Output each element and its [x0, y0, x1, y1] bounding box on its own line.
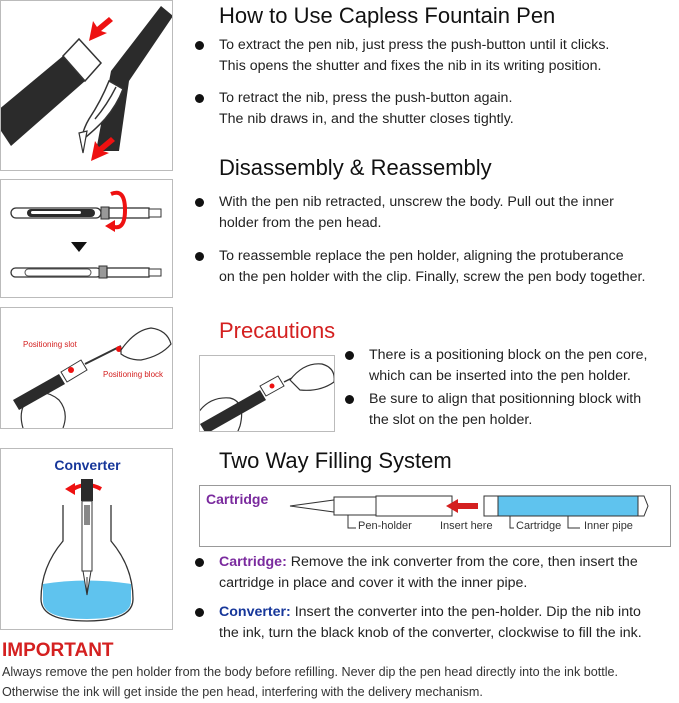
bullet-text: Remove the ink converter from the core, … [286, 554, 638, 570]
disassembly-illustration [0, 179, 173, 298]
converter-label: Converter [54, 457, 121, 473]
cartridge-keyword: Cartridge: [219, 554, 287, 570]
positioning-illustration: Positioning slot Positioning block [0, 307, 173, 429]
important-note-line-1: Always remove the pen holder from the bo… [2, 665, 619, 679]
bullet-text-line: holder from the pen head. [219, 215, 382, 231]
bullet-text: Insert the converter into the pen-holder… [290, 604, 641, 620]
bullet-text-line: To extract the pen nib, just press the p… [219, 37, 610, 53]
howto-bullet-retract: To retract the nib, press the push-butto… [195, 88, 514, 130]
bullet-dot [195, 558, 204, 567]
bullet-text-line: the slot on the pen holder. [369, 412, 533, 428]
bullet-text-line: Converter: Insert the converter into the… [219, 602, 642, 623]
bullet-text-line: With the pen nib retracted, unscrew the … [219, 194, 614, 210]
bullet-text-line: Cartridge: Remove the ink converter from… [219, 552, 638, 573]
important-title: IMPORTANT [2, 640, 114, 661]
precautions-illustration [199, 355, 335, 432]
bullet-text-line: To retract the nib, press the push-butto… [219, 90, 513, 106]
bullet-dot [345, 395, 354, 404]
positioning-slot-label: Positioning slot [23, 340, 77, 349]
bullet-dot [195, 94, 204, 103]
bullet-dot [195, 41, 204, 50]
howto-bullet-extract: To extract the pen nib, just press the p… [195, 35, 609, 77]
cartridge-diagram-title: Cartridge [206, 491, 269, 507]
bullet-text-line: Be sure to align that positionning block… [369, 391, 642, 407]
howto-title: How to Use Capless Fountain Pen [219, 3, 556, 28]
pen-holder-label: Pen-holder [358, 520, 412, 532]
bullet-dot [195, 608, 204, 617]
filling-title: Two Way Filling System [219, 448, 452, 473]
disassembly-bullet-reassemble: To reassemble replace the pen holder, al… [195, 246, 645, 288]
disassembly-title: Disassembly & Reassembly [219, 155, 492, 180]
inner-pipe-label: Inner pipe [584, 520, 633, 532]
bullet-text-line: on the pen holder with the clip. Finally… [219, 269, 646, 285]
important-note-line-2: Otherwise the ink will get inside the pe… [2, 685, 483, 699]
bullet-text-line: the ink, turn the black knob of the conv… [219, 625, 642, 641]
bullet-text-line: The nib draws in, and the shutter closes… [219, 111, 514, 127]
converter-illustration: Converter [0, 448, 173, 630]
bullet-text-line: cartridge in place and cover it with the… [219, 575, 528, 591]
bullet-text-line: There is a positioning block on the pen … [369, 347, 648, 363]
converter-keyword: Converter: [219, 604, 291, 620]
bullet-dot [195, 198, 204, 207]
precautions-title: Precautions [219, 318, 336, 343]
bullet-text-line: To reassemble replace the pen holder, al… [219, 248, 624, 264]
cartridge-label: Cartridge [516, 520, 562, 532]
pen-usage-illustration [0, 0, 173, 171]
disassembly-bullet-unscrew: With the pen nib retracted, unscrew the … [195, 192, 614, 234]
insert-here-label: Insert here [440, 520, 493, 532]
cartridge-diagram: Cartridge Pen-holder Insert here Cartrid… [199, 485, 671, 547]
bullet-text-line: This opens the shutter and fixes the nib… [219, 58, 602, 74]
bullet-text-line: which can be inserted into the pen holde… [369, 368, 631, 384]
filling-bullet-cartridge: Cartridge: Remove the ink converter from… [195, 552, 638, 594]
bullet-dot [345, 351, 354, 360]
filling-bullet-converter: Converter: Insert the converter into the… [195, 602, 642, 644]
positioning-block-label: Positioning block [103, 370, 164, 379]
precautions-bullet-block: There is a positioning block on the pen … [345, 345, 647, 387]
precautions-bullet-align: Be sure to align that positionning block… [345, 389, 641, 431]
bullet-dot [195, 252, 204, 261]
